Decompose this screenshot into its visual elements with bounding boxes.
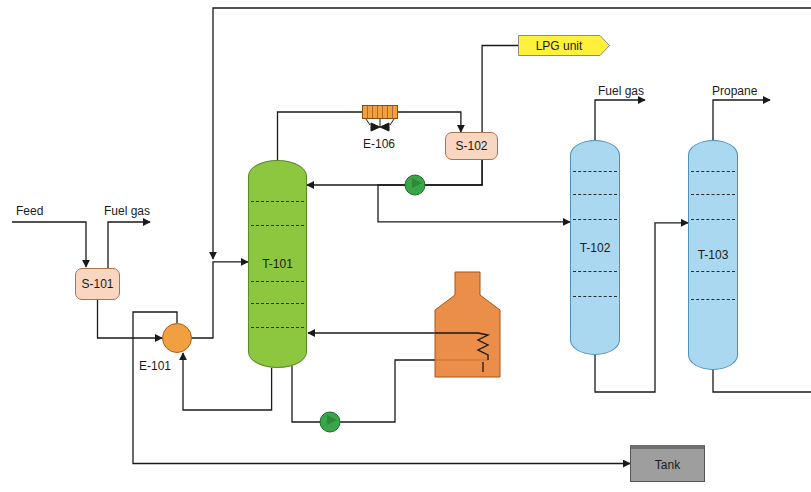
tray-line — [251, 327, 304, 328]
fuel-gas-line — [108, 222, 150, 268]
feed-line — [12, 222, 86, 267]
heater-burner — [482, 362, 483, 372]
stream-label: Fuel gas — [598, 84, 644, 98]
equipment-tag: E-101 — [139, 359, 171, 373]
stream-label: Feed — [16, 204, 43, 218]
tray-line — [691, 194, 735, 195]
equipment-tag: T-101 — [262, 257, 293, 271]
distillation-column: T-101 — [248, 160, 307, 368]
reflux-pump — [405, 175, 425, 195]
tray-line — [691, 171, 735, 172]
bottoms-line — [713, 369, 811, 392]
tray-line — [691, 271, 735, 272]
equipment-tag: T-103 — [698, 248, 729, 262]
tray-line — [573, 271, 617, 272]
process-stream — [192, 262, 248, 338]
process-stream — [133, 312, 630, 464]
tray-line — [573, 171, 617, 172]
tray-line — [573, 219, 617, 220]
equipment-tag: S-101 — [81, 277, 113, 291]
cooler-fan — [366, 119, 394, 131]
tray-line — [573, 296, 617, 297]
tray-line — [251, 201, 304, 202]
tag-shape — [519, 36, 610, 56]
destination-tag: LPG unit — [518, 35, 610, 56]
equipment-tag: Tank — [655, 458, 680, 472]
tray-line — [251, 225, 304, 226]
process-stream — [398, 112, 461, 132]
separator-drum: S-102 — [445, 132, 498, 160]
air-cooler: E-106 — [362, 105, 398, 119]
process-stream — [482, 46, 518, 133]
tray-line — [251, 303, 304, 304]
propane-line — [713, 100, 770, 140]
heater-coil — [435, 333, 488, 360]
bottoms-pump — [320, 412, 340, 432]
process-stream — [307, 160, 482, 185]
fired-heater — [435, 272, 500, 377]
stream-label: Fuel gas — [104, 204, 150, 218]
process-stream — [278, 112, 363, 160]
tray-line — [573, 194, 617, 195]
tray-line — [691, 219, 735, 220]
equipment-tag: T-102 — [580, 241, 611, 255]
stream-label: Propane — [712, 84, 757, 98]
storage-tank: Tank — [630, 445, 705, 482]
process-stream — [378, 160, 570, 222]
fuel-gas-line — [595, 100, 645, 140]
tray-line — [691, 299, 735, 300]
equipment-tag: E-106 — [363, 137, 395, 151]
heat-exchanger: E-101 — [162, 323, 192, 353]
process-stream — [98, 300, 163, 338]
separator-drum: S-101 — [75, 268, 120, 300]
tray-line — [251, 281, 304, 282]
equipment-tag: S-102 — [455, 139, 487, 153]
distillation-column: T-102 — [570, 140, 620, 355]
distillation-column: T-103 — [688, 140, 738, 370]
equipment-tag: LPG unit — [536, 39, 583, 53]
